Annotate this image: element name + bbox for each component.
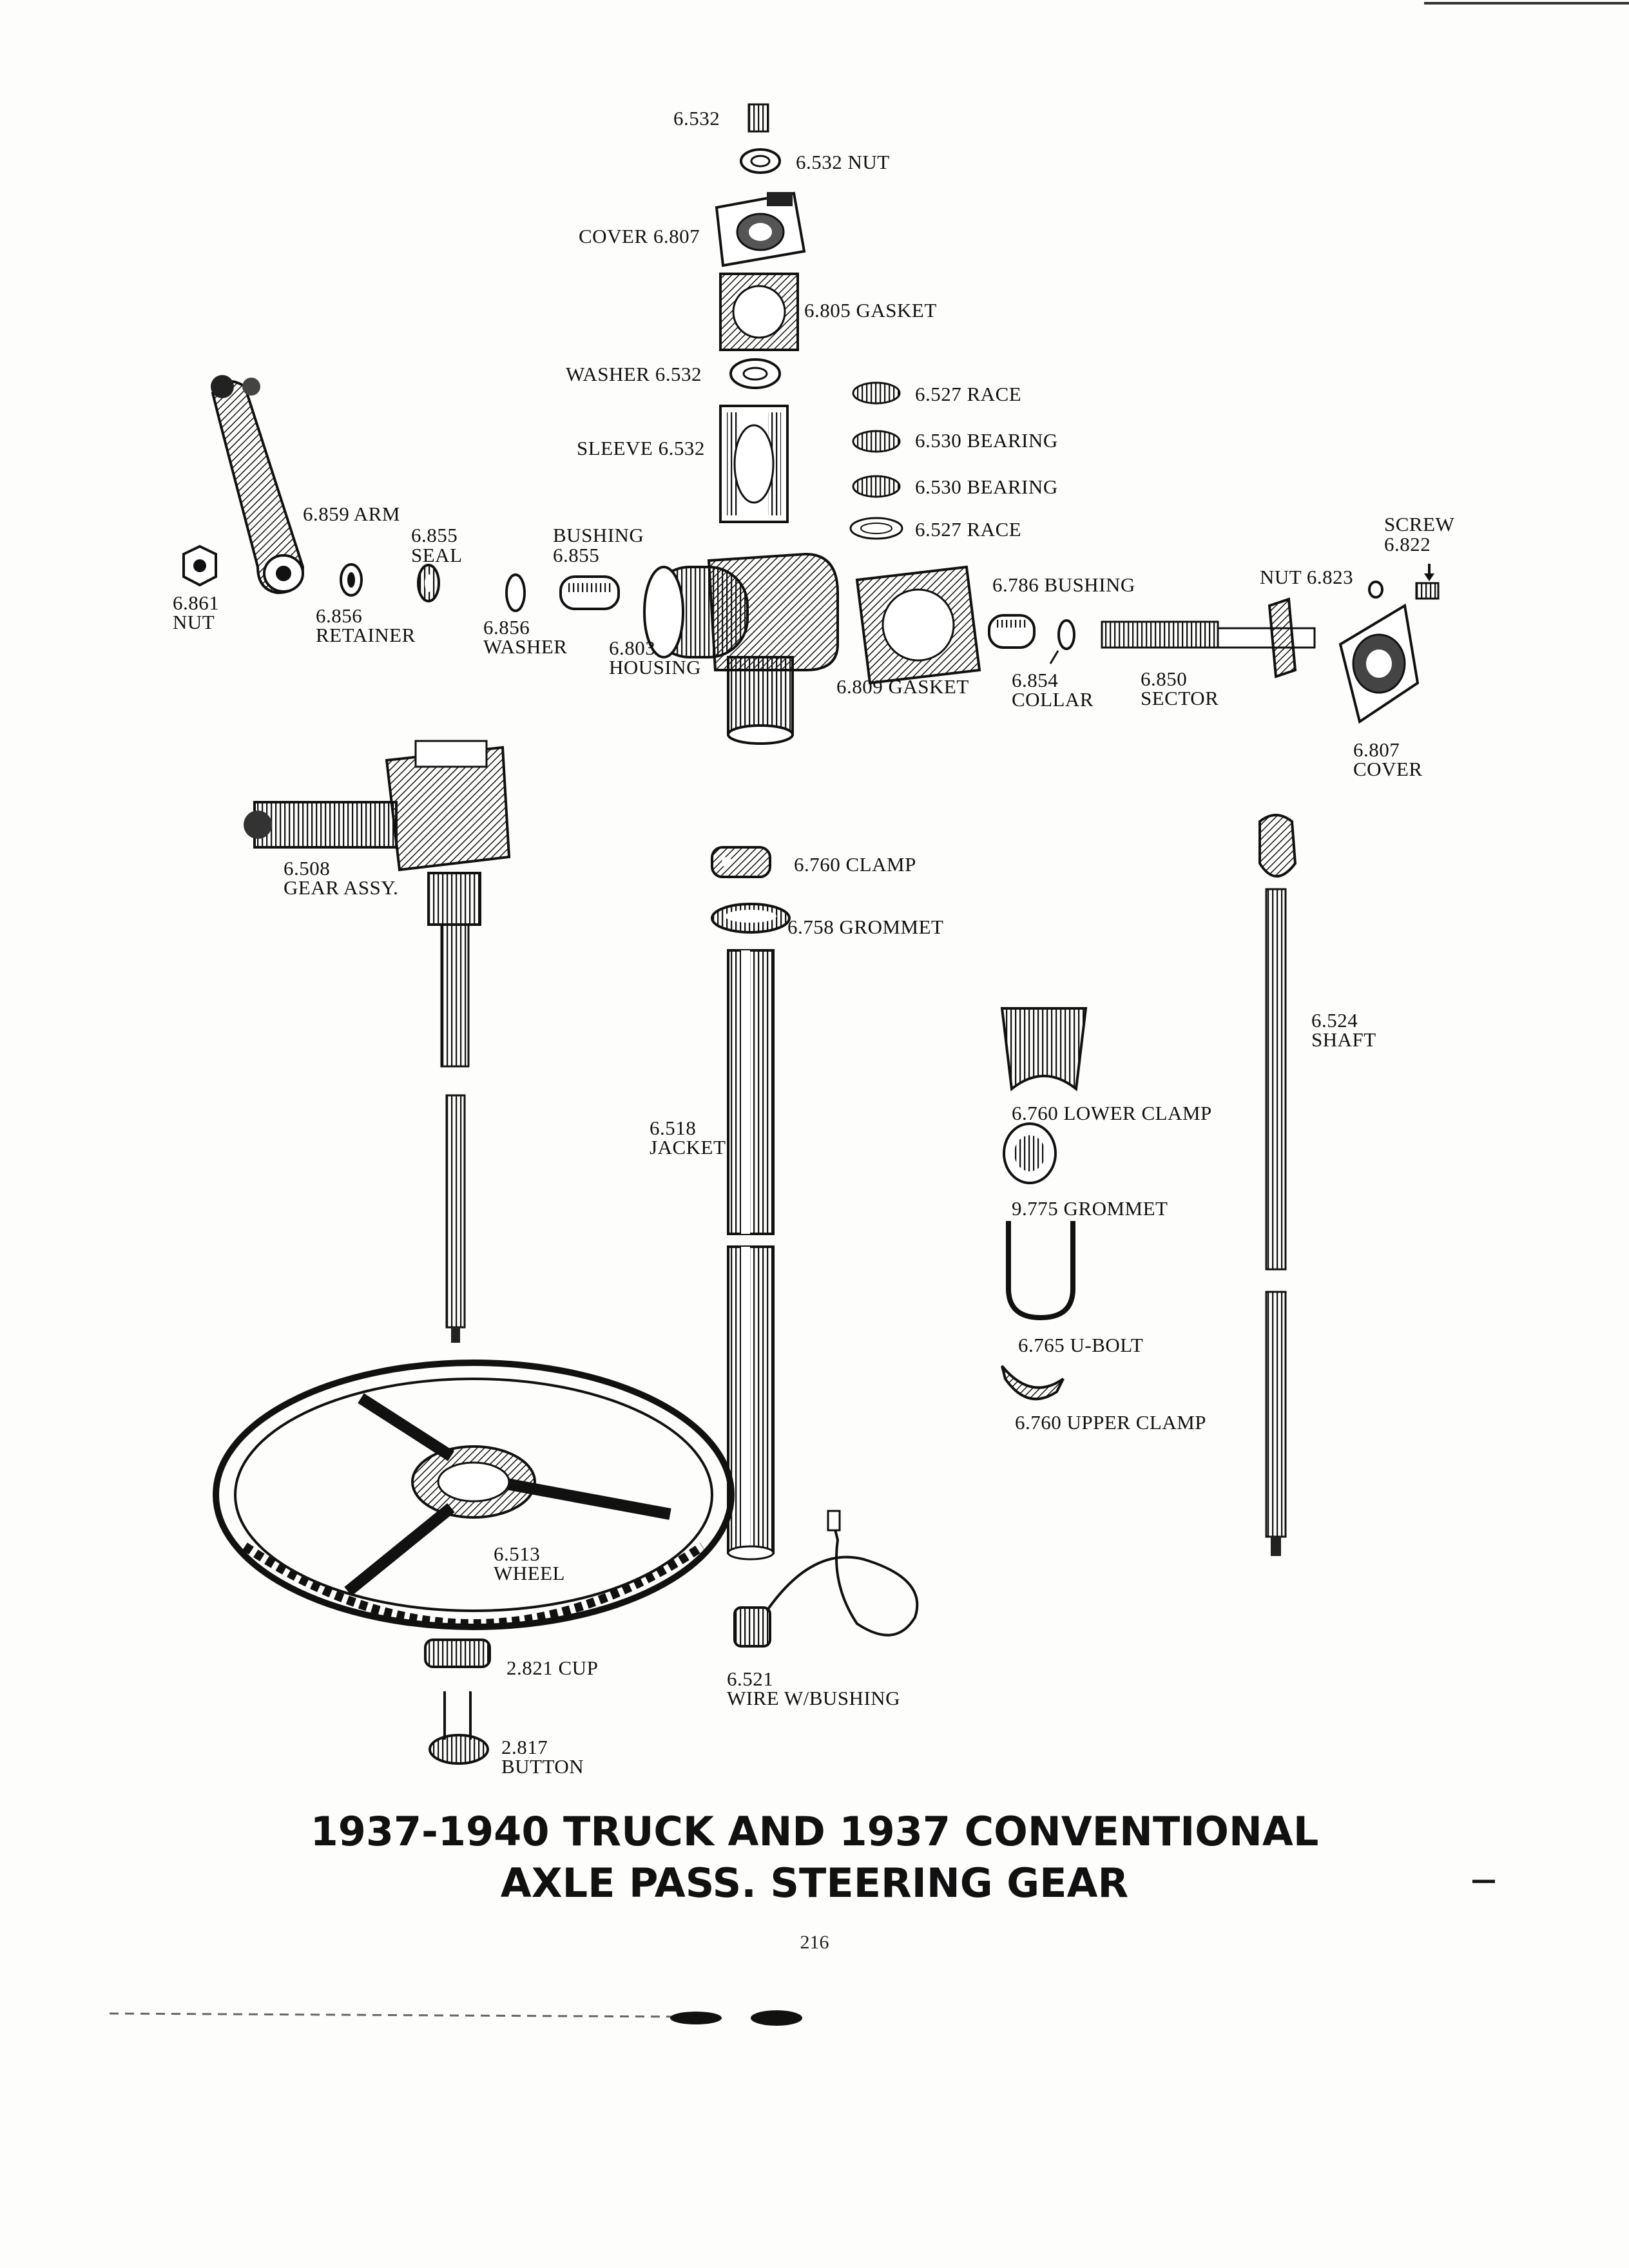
label-button-num: 2.817 <box>501 1736 548 1758</box>
page-number: 216 <box>800 1932 829 1953</box>
label-sector-num: 6.850 <box>1141 668 1188 690</box>
cup-2821-part <box>424 1639 491 1668</box>
gasket-6809-part <box>855 565 981 685</box>
label-collar-name: COLLAR <box>1012 688 1094 711</box>
label-jacket-name: JACKET <box>650 1136 726 1158</box>
bearing-6530-upper-part <box>852 430 901 453</box>
lower-clamp-6760-part <box>1000 1007 1088 1091</box>
scan-artifact-blob <box>670 2012 722 2024</box>
scan-artifact-blob <box>751 2010 802 2026</box>
label-screw-name: SCREW <box>1384 513 1455 535</box>
label-wire-name: WIRE W/BUSHING <box>727 1687 901 1709</box>
label-gasket-6805: 6.805 GASKET <box>804 299 937 322</box>
gasket-6805-part <box>719 273 799 351</box>
label-bushing-num: 6.855 <box>553 544 600 566</box>
sector-6850-part <box>1101 597 1316 678</box>
label-race-2: 6.527 RACE <box>915 518 1022 541</box>
nut-6861-part <box>182 544 217 587</box>
clamp-6760-part <box>711 846 771 878</box>
label-housing-name: HOUSING <box>609 656 701 678</box>
scan-artifact-line <box>109 2012 677 2018</box>
label-upper-clamp: 6.760 UPPER CLAMP <box>1015 1411 1207 1434</box>
race-6527-top-part <box>852 381 901 405</box>
label-seal-num: 6.855 <box>411 524 458 546</box>
nut-6532-part <box>740 148 781 174</box>
label-button-name: BUTTON <box>501 1755 584 1778</box>
pitman-arm-6859-part <box>211 375 305 595</box>
label-retainer-name: RETAINER <box>316 624 416 646</box>
jacket-6518-part <box>727 949 775 1561</box>
label-sector-name: SECTOR <box>1141 687 1219 709</box>
label-retainer-num: 6.856 <box>316 604 363 627</box>
stud-6532-part <box>747 103 769 133</box>
label-clamp: 6.760 CLAMP <box>794 853 916 876</box>
page-title-line-2: AXLE PASS. STEERING GEAR <box>500 1860 1129 1907</box>
label-nut-6823: NUT 6.823 <box>1260 566 1354 588</box>
label-seal-name: SEAL <box>411 544 463 566</box>
label-wheel-num: 6.513 <box>494 1542 541 1565</box>
label-nut-name: NUT <box>173 611 215 633</box>
ubolt-6765-part <box>1006 1221 1075 1321</box>
label-washer-6532: WASHER 6.532 <box>566 363 702 385</box>
label-cover-name: COVER <box>1353 758 1423 780</box>
label-race-1: 6.527 RACE <box>915 383 1022 405</box>
label-gear-name: GEAR ASSY. <box>284 876 399 899</box>
label-cup: 2.821 CUP <box>506 1657 599 1679</box>
label-jacket-num: 6.518 <box>650 1117 697 1139</box>
bushing-6855-part <box>559 575 620 610</box>
label-screw-num: 6.822 <box>1384 533 1431 555</box>
race-6527-bottom-part <box>849 517 903 540</box>
cover-6807-top-part <box>715 191 806 267</box>
label-bearing-1: 6.530 BEARING <box>915 429 1058 452</box>
screw-6822-part <box>1415 564 1440 600</box>
label-sleeve: SLEEVE 6.532 <box>577 437 705 459</box>
label-grommet-6758: 6.758 GROMMET <box>787 916 944 938</box>
label-bushing-name: BUSHING <box>553 524 644 546</box>
label-wire-num: 6.521 <box>727 1667 774 1690</box>
label-6532-nut: 6.532 NUT <box>796 151 890 173</box>
label-shaft-name: SHAFT <box>1311 1028 1376 1051</box>
cover-6807-right-part <box>1338 603 1420 724</box>
sleeve-6532-part <box>719 405 789 523</box>
wire-bushing-6521-part <box>733 1510 919 1648</box>
label-collar-num: 6.854 <box>1012 669 1059 691</box>
grommet-9775-part <box>1003 1122 1057 1184</box>
upper-clamp-6760-part <box>1001 1365 1065 1401</box>
label-lower-clamp: 6.760 LOWER CLAMP <box>1012 1102 1212 1124</box>
bearing-6530-lower-part <box>852 475 901 498</box>
shaft-6524-part <box>1258 814 1297 1556</box>
retainer-6856-part <box>340 563 363 597</box>
label-shaft-num: 6.524 <box>1311 1009 1358 1032</box>
steering-wheel-6513-part <box>213 1360 735 1630</box>
button-2817-part <box>429 1691 489 1765</box>
label-gear-num: 6.508 <box>284 857 331 879</box>
washer-6856-part <box>505 573 526 612</box>
seal-6855-part <box>417 564 440 602</box>
nut-6823-part <box>1368 581 1383 599</box>
gear-assembly-6508-part <box>244 740 511 1343</box>
label-washer-num: 6.856 <box>483 616 530 639</box>
label-nut-num: 6.861 <box>173 591 220 614</box>
page-title-line-1: 1937-1940 TRUCK AND 1937 CONVENTIONAL <box>310 1808 1319 1855</box>
bushing-6786-part <box>988 614 1036 649</box>
label-bearing-2: 6.530 BEARING <box>915 476 1058 498</box>
label-bushing-6786: 6.786 BUSHING <box>992 573 1135 596</box>
label-grommet-9775: 9.775 GROMMET <box>1012 1197 1168 1220</box>
grommet-6758-part <box>711 903 791 934</box>
washer-6532-part <box>729 358 781 389</box>
label-cover-top: COVER 6.807 <box>579 225 700 247</box>
label-gasket-6809: 6.809 GASKET <box>836 675 969 698</box>
label-ubolt: 6.765 U-BOLT <box>1018 1334 1144 1356</box>
label-housing-num: 6.803 <box>609 637 656 659</box>
label-arm: 6.859 ARM <box>303 503 400 525</box>
collar-6854-part <box>1049 619 1075 664</box>
label-washer-name: WASHER <box>483 635 568 658</box>
label-6532-stud: 6.532 <box>673 107 720 130</box>
housing-6803-part <box>643 552 839 745</box>
label-cover-num: 6.807 <box>1353 738 1400 761</box>
label-wheel-name: WHEEL <box>494 1562 565 1584</box>
